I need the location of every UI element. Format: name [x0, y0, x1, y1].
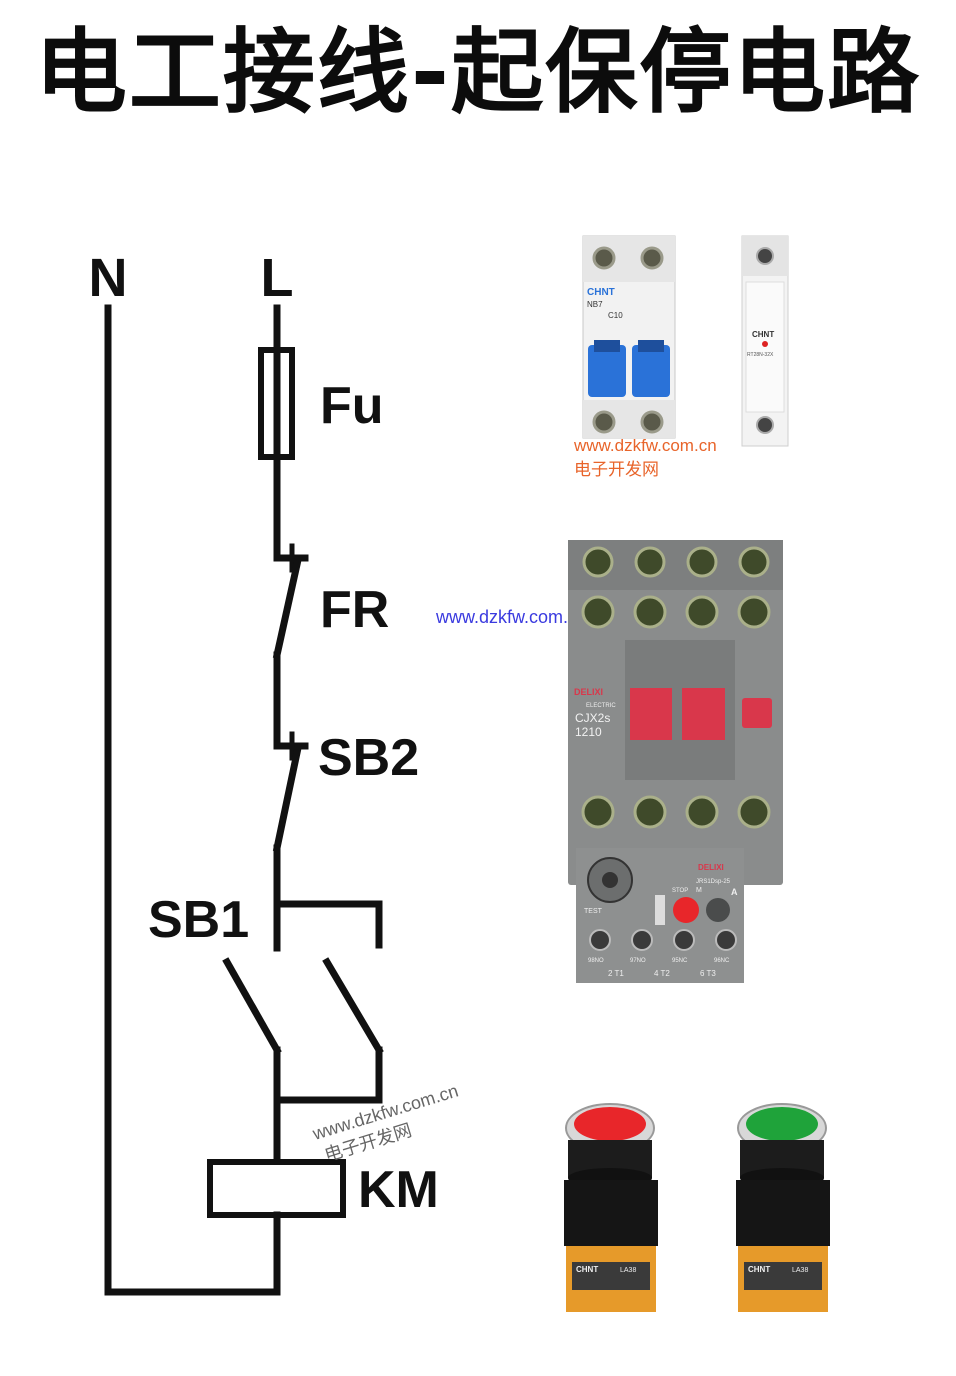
overload-term-3: 95NC: [672, 958, 688, 964]
overload-relay-photo: DELIXI JRS1Dsp-25 TEST STOP M A 98NO 97N…: [576, 848, 744, 983]
overload-stop-label: STOP: [672, 888, 688, 894]
red-pushbutton-photo: CHNT LA38: [564, 1103, 658, 1312]
contactor-sub: ELECTRIC: [586, 703, 616, 709]
km-aux-branch-bottom: [273, 1046, 383, 1104]
green-button-brand: CHNT: [748, 1265, 770, 1274]
sb2-contact-symbol: [272, 731, 309, 853]
km-aux-contact-symbol: [322, 957, 384, 1055]
contactor-brand: DELIXI: [574, 687, 603, 697]
watermark-diagonal: www.dzkfw.com.cn 电子开发网: [309, 1081, 460, 1166]
breaker-model: NB7: [587, 300, 603, 309]
fr-contact-symbol: [272, 543, 309, 660]
label-neutral: N: [89, 248, 128, 308]
overload-term-1: 98NO: [588, 958, 604, 964]
label-thermal-relay: FR: [320, 581, 389, 639]
overload-out-1: 2 T1: [608, 969, 624, 978]
label-line: L: [261, 248, 294, 308]
overload-test-label: TEST: [584, 908, 603, 915]
breaker-rating: C10: [608, 311, 623, 320]
breaker-brand: CHNT: [587, 287, 615, 298]
label-contactor-coil: KM: [358, 1161, 439, 1219]
watermark-url-top: www.dzkfw.com.cn: [573, 436, 717, 455]
red-button-model: LA38: [620, 1267, 636, 1274]
label-stop-button: SB2: [318, 729, 419, 787]
watermark-url-middle: www.dzkfw.com.cn: [435, 607, 587, 627]
page-title: 电工接线-起保停电路: [34, 19, 922, 126]
red-button-brand: CHNT: [576, 1265, 598, 1274]
km-aux-branch-top: [273, 900, 383, 949]
contactor-model: CJX2s: [575, 711, 610, 725]
fuse-model: RT28N-32X: [747, 352, 774, 358]
overload-term-4: 96NC: [714, 958, 730, 964]
circuit-breaker-photo: CHNT NB7 C10: [582, 235, 676, 439]
fuse-brand: CHNT: [752, 330, 774, 339]
label-fuse: Fu: [320, 377, 384, 435]
label-start-button: SB1: [148, 891, 249, 949]
overload-brand: DELIXI: [698, 863, 724, 872]
fuse-holder-photo: CHNT RT28N-32X: [741, 235, 789, 447]
watermark-site-top: 电子开发网: [574, 460, 659, 479]
green-button-model: LA38: [792, 1267, 808, 1274]
km-coil-symbol: [207, 1159, 346, 1218]
overload-model: JRS1Dsp-25: [696, 879, 731, 885]
overload-out-2: 4 T2: [654, 969, 670, 978]
circuit-wiring: [104, 304, 384, 1296]
contactor-rating: 1210: [575, 725, 602, 739]
contactor-photo: DELIXI ELECTRIC CJX2s 1210: [568, 540, 783, 885]
green-pushbutton-photo: CHNT LA38: [736, 1103, 830, 1312]
overload-m-label: M: [696, 887, 702, 894]
overload-out-3: 6 T3: [700, 969, 716, 978]
overload-a-label: A: [731, 887, 738, 897]
sb1-contact-symbol: [222, 957, 282, 1055]
overload-term-2: 97NO: [630, 958, 646, 964]
